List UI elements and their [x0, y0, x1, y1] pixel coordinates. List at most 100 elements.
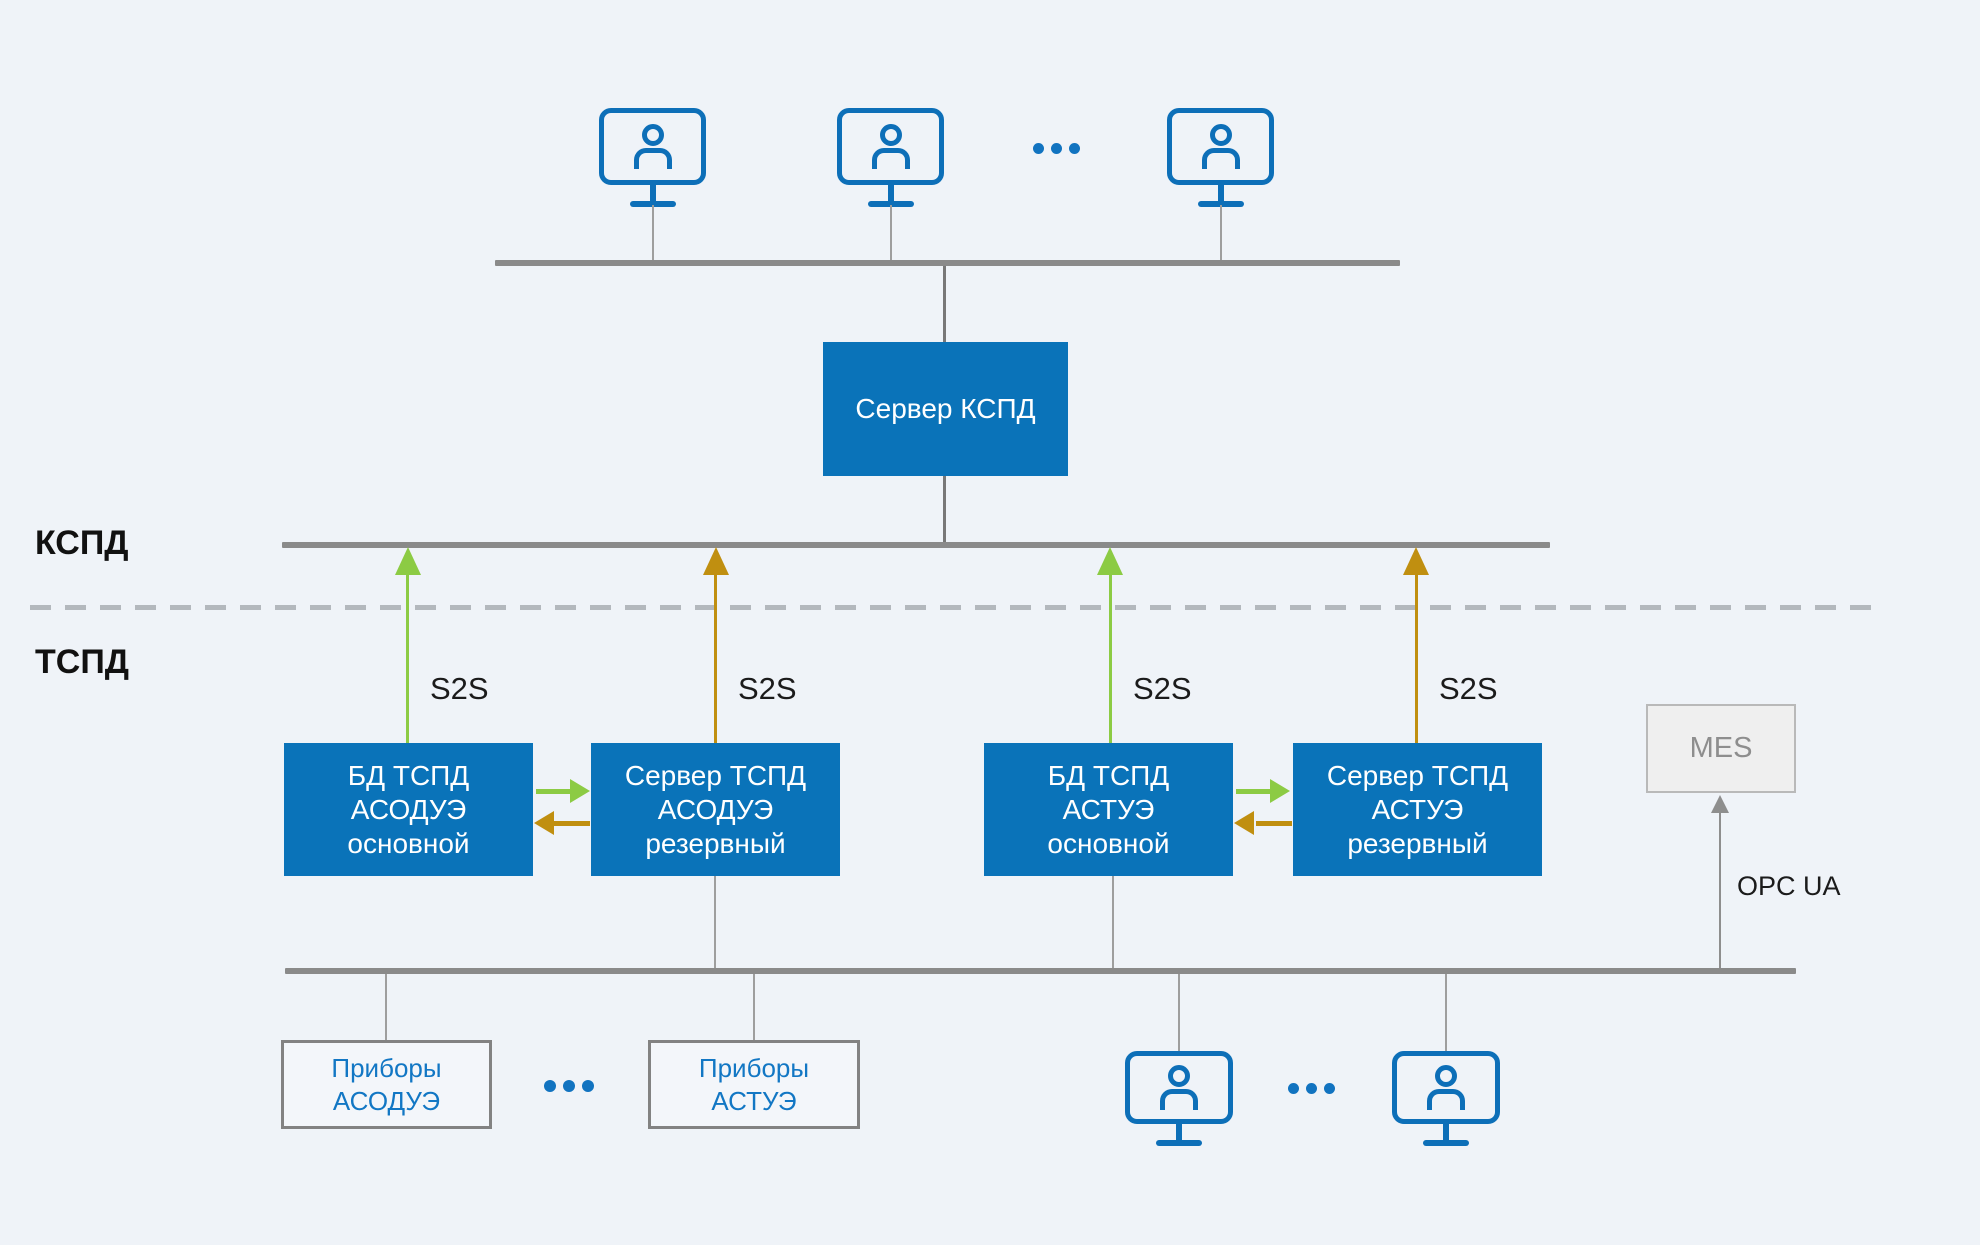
opcua-label: OPC UA — [1737, 871, 1841, 901]
connector-line — [890, 205, 892, 262]
user-icon — [641, 124, 664, 146]
tspd-network-bus — [285, 968, 1796, 974]
ellipsis-icon — [1288, 1083, 1335, 1094]
dot — [1069, 143, 1080, 154]
node-label-line: основной — [347, 827, 470, 859]
dot — [544, 1080, 556, 1092]
dot — [1033, 143, 1044, 154]
zone-label-kspd: КСПД — [35, 524, 129, 562]
connector-line — [1445, 974, 1447, 1051]
workstation-icon — [1124, 1051, 1233, 1146]
user-icon — [1426, 1089, 1465, 1110]
dot — [1306, 1083, 1317, 1094]
user-icon — [1201, 148, 1240, 169]
zone-divider-dashed-line — [30, 605, 1878, 610]
connector-line — [385, 974, 387, 1040]
s2s-label: S2S — [1133, 671, 1192, 706]
sync-arrow-left-icon — [534, 811, 554, 835]
user-icon — [1167, 1065, 1190, 1087]
node-label-line: Сервер ТСПД — [1326, 759, 1509, 791]
node-label-line: АСОДУЭ — [332, 1085, 441, 1116]
user-icon — [871, 148, 910, 169]
zone-label-tspd: ТСПД — [35, 643, 129, 681]
connector-line — [943, 266, 946, 342]
workstation-icon — [1167, 108, 1274, 207]
monitor-screen-icon — [599, 108, 706, 185]
node-devices-astue: Приборы АСТУЭ — [648, 1040, 860, 1129]
user-icon — [1209, 124, 1232, 146]
ellipsis-icon — [1033, 143, 1080, 154]
connector-line — [1178, 974, 1180, 1051]
sync-arrow-stem — [536, 789, 572, 794]
node-label: MES — [1689, 732, 1753, 764]
dot — [1288, 1083, 1299, 1094]
connector-line — [714, 876, 716, 968]
node-server-kspd: Сервер КСПД — [823, 342, 1068, 476]
connector-line — [753, 974, 755, 1040]
dot — [563, 1080, 575, 1092]
monitor-stand-icon — [1197, 201, 1244, 207]
node-label-line: резервный — [1347, 827, 1488, 859]
node-label-line: резервный — [645, 827, 786, 859]
sync-arrow-stem — [1236, 789, 1272, 794]
s2s-label: S2S — [1439, 671, 1498, 706]
top-network-bus — [495, 260, 1400, 266]
kspd-network-bus — [282, 542, 1550, 548]
monitor-stand-icon — [649, 185, 656, 201]
s2s-label: S2S — [430, 671, 489, 706]
sync-arrow-stem — [554, 821, 590, 826]
monitor-stand-icon — [887, 185, 894, 201]
node-label-line: Приборы — [331, 1052, 442, 1083]
monitor-screen-icon — [1391, 1051, 1500, 1124]
sync-arrow-stem — [1256, 821, 1292, 826]
node-devices-asodue: Приборы АСОДУЭ — [281, 1040, 492, 1129]
monitor-stand-icon — [1422, 1140, 1469, 1146]
user-icon — [1434, 1065, 1457, 1087]
ellipsis-icon — [544, 1080, 594, 1092]
connector-line — [1112, 876, 1114, 968]
user-icon — [633, 148, 672, 169]
node-label-line: АСОДУЭ — [657, 793, 774, 825]
s2s-arrow-stem — [1415, 570, 1418, 743]
node-db-tspd-asodue: БД ТСПД АСОДУЭ основной — [284, 743, 533, 876]
monitor-screen-icon — [1167, 108, 1274, 185]
dot — [582, 1080, 594, 1092]
monitor-stand-icon — [629, 201, 676, 207]
node-server-tspd-astue: Сервер ТСПД АСТУЭ резервный — [1293, 743, 1542, 876]
monitor-stand-icon — [1155, 1140, 1202, 1146]
sync-arrow-right-icon — [1270, 779, 1290, 803]
user-icon — [1159, 1089, 1198, 1110]
s2s-arrow-stem — [1109, 570, 1112, 743]
node-label-line: БД ТСПД — [1047, 759, 1170, 791]
user-icon — [879, 124, 902, 146]
node-label-line: АСОДУЭ — [350, 793, 467, 825]
node-label-line: АСТУЭ — [1062, 793, 1155, 825]
workstation-icon — [599, 108, 706, 207]
node-label-line: Приборы — [698, 1052, 810, 1083]
s2s-arrow-stem — [714, 570, 717, 743]
node-mes: MES — [1646, 704, 1796, 793]
monitor-stand-icon — [1217, 185, 1224, 201]
node-label-line: БД ТСПД — [347, 759, 470, 791]
node-server-tspd-asodue: Сервер ТСПД АСОДУЭ резервный — [591, 743, 840, 876]
connector-line — [1220, 205, 1222, 262]
node-label-line: АСТУЭ — [711, 1085, 797, 1116]
monitor-stand-icon — [1175, 1124, 1182, 1140]
opcua-arrow-up-icon — [1711, 795, 1729, 813]
node-label-line: основной — [1047, 827, 1170, 859]
monitor-stand-icon — [867, 201, 914, 207]
s2s-label: S2S — [738, 671, 797, 706]
workstation-icon — [1391, 1051, 1500, 1146]
connector-line — [943, 476, 946, 542]
node-label-line: Сервер ТСПД — [624, 759, 807, 791]
node-db-tspd-astue: БД ТСПД АСТУЭ основной — [984, 743, 1233, 876]
dot — [1324, 1083, 1335, 1094]
connector-line — [652, 205, 654, 262]
s2s-arrow-stem — [406, 570, 409, 743]
monitor-screen-icon — [837, 108, 944, 185]
opcua-arrow-stem — [1719, 811, 1721, 968]
monitor-stand-icon — [1442, 1124, 1449, 1140]
sync-arrow-left-icon — [1234, 811, 1254, 835]
workstation-icon — [837, 108, 944, 207]
